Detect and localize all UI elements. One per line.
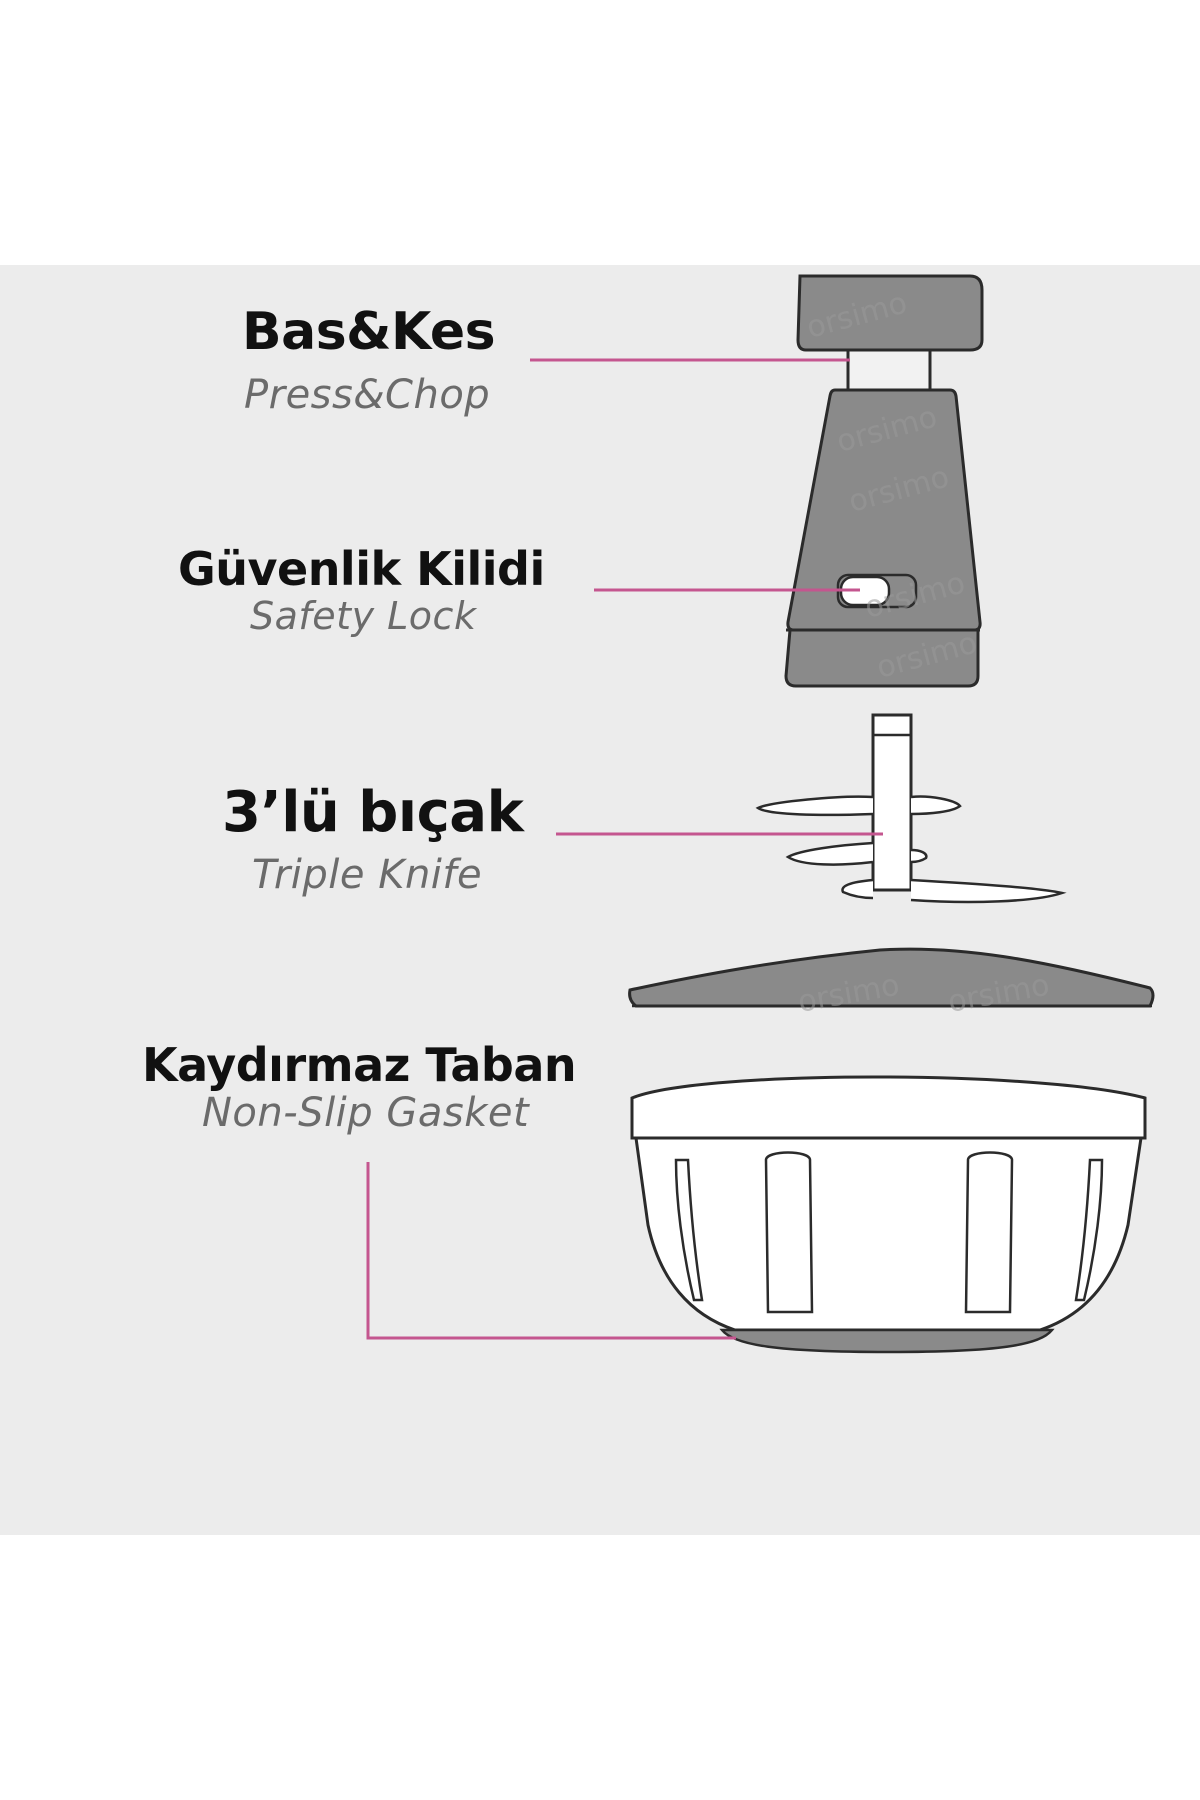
press-knob bbox=[796, 274, 984, 392]
callout-title-safety-lock: Güvenlik Kilidi bbox=[178, 542, 545, 596]
non-slip-gasket bbox=[719, 1328, 1055, 1354]
callout-title-triple-knife: 3’lü bıçak bbox=[222, 780, 524, 845]
leader-non-slip-gasket bbox=[366, 1162, 736, 1340]
callout-title-non-slip-gasket: Kaydırmaz Taban bbox=[142, 1038, 577, 1092]
callout-subtitle-press-chop: Press&Chop bbox=[244, 372, 491, 418]
lid-body bbox=[784, 388, 982, 688]
callout-title-press-chop: Bas&Kes bbox=[242, 302, 496, 362]
callout-subtitle-safety-lock: Safety Lock bbox=[250, 594, 477, 638]
cover-disc bbox=[628, 947, 1155, 1008]
bowl bbox=[630, 1075, 1147, 1332]
leader-lines bbox=[366, 358, 883, 1340]
callout-subtitle-non-slip-gasket: Non-Slip Gasket bbox=[202, 1090, 530, 1136]
callout-subtitle-triple-knife: Triple Knife bbox=[252, 852, 483, 898]
triple-knife bbox=[755, 713, 1067, 904]
